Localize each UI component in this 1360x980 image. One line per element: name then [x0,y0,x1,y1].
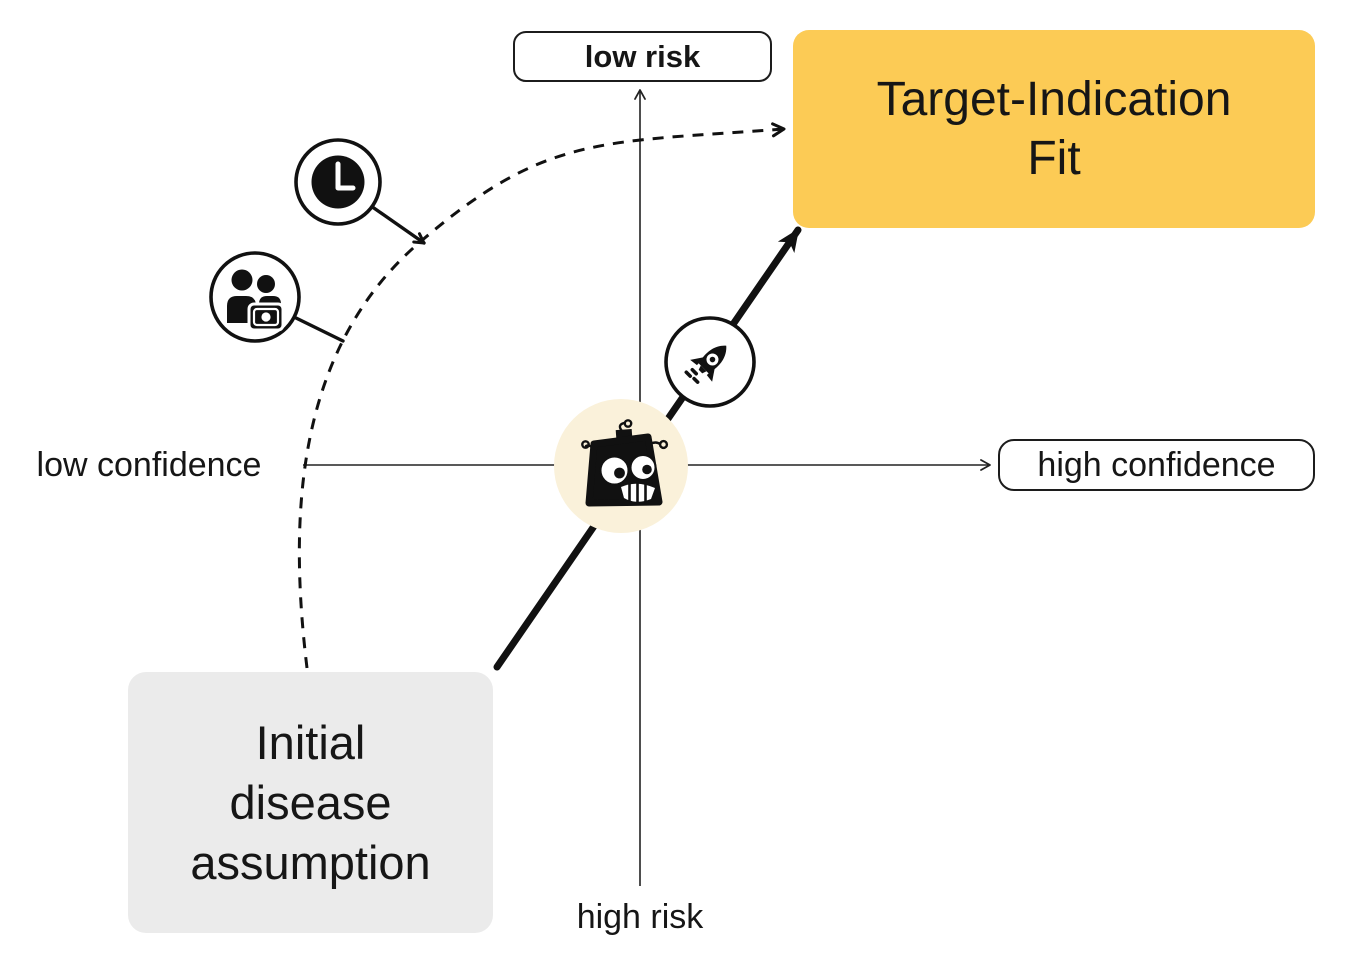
axis-label-low-confidence: low confidence [36,446,262,484]
people-and-money-connector [292,315,345,343]
robot-grin [621,482,655,503]
axis-label-high-confidence: high confidence [998,439,1315,491]
initial-assumption-line-2: disease [229,775,392,829]
people-and-money-icon [209,251,301,343]
person-head [231,269,253,291]
initial-assumption-line-1: Initial [255,715,366,769]
robot-eyes [599,454,657,486]
axis-label-high-risk: high risk [576,898,704,936]
axis-label-low-risk: low risk [513,31,772,82]
target-fit-node: Target-Indication Fit [793,30,1315,228]
robot-mascot [554,399,688,533]
derisking-dashed-arc [297,122,786,669]
clock-hands [335,161,356,191]
rocket-speed-lines [684,367,700,384]
target-fit-line-2: Fit [1027,132,1081,185]
rocket-icon [664,316,756,408]
person-head-2 [257,275,275,293]
clock-icon [294,138,382,226]
clock-connector [369,204,426,245]
target-fit-line-1: Target-Indication [876,73,1232,126]
initial-assumption-node: Initial disease assumption [128,672,493,933]
initial-assumption-line-3: assumption [190,835,431,889]
banknote-icon [247,302,285,332]
